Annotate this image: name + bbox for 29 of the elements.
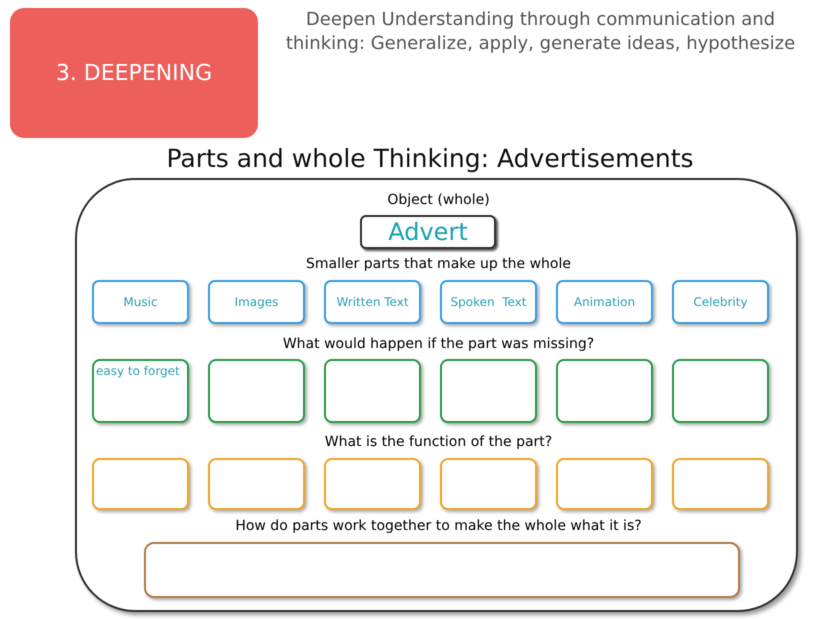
missing-effect-box: easy to forget (92, 359, 189, 423)
whole-object-box: Advert (360, 215, 496, 249)
missing-effect-box (672, 359, 769, 423)
function-box (208, 458, 305, 510)
section-heading: Object (whole) (386, 192, 491, 208)
worksheet-frame (75, 178, 798, 612)
section-heading: What is the function of the part? (324, 434, 554, 450)
function-box (324, 458, 421, 510)
part-box: Spoken Text (440, 280, 537, 324)
section-heading: Smaller parts that make up the whole (305, 256, 572, 272)
part-box: Celebrity (672, 280, 769, 324)
part-box: Music (92, 280, 189, 324)
answer-box (144, 542, 740, 598)
stage-description: Deepen Understanding through communication and thinking: Generalize, apply, generate ideas, hypothesize (284, 8, 796, 56)
section-heading: What would happen if the part was missing? (282, 336, 596, 352)
part-box: Images (208, 280, 305, 324)
missing-effect-box (208, 359, 305, 423)
missing-effect-box (324, 359, 421, 423)
section-heading: How do parts work together to make the whole what it is? (234, 518, 643, 534)
function-box (92, 458, 189, 510)
stage-badge: 3. DEEPENING (10, 8, 258, 138)
function-box (556, 458, 653, 510)
missing-effect-box (440, 359, 537, 423)
function-box (440, 458, 537, 510)
part-box: Animation (556, 280, 653, 324)
worksheet-title: Parts and whole Thinking: Advertisements (165, 144, 695, 173)
missing-effect-box (556, 359, 653, 423)
part-box: Written Text (324, 280, 421, 324)
function-box (672, 458, 769, 510)
